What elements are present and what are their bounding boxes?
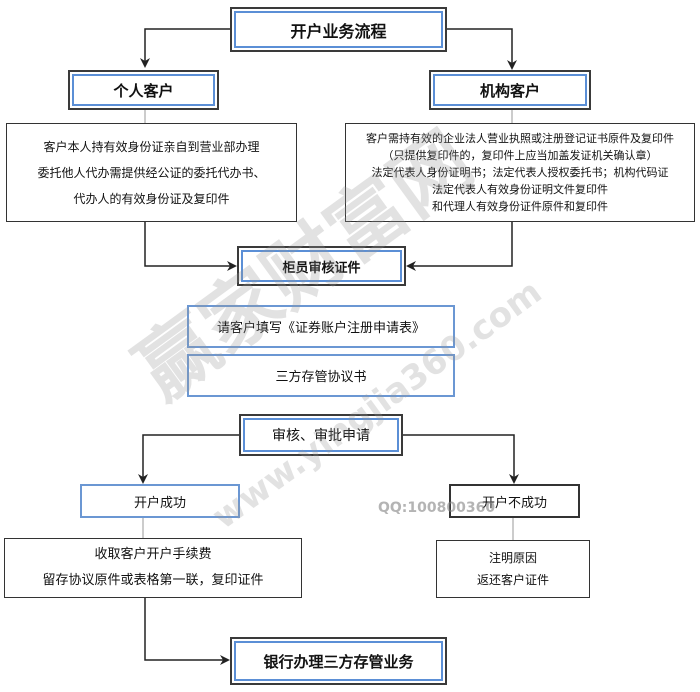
institution-requirements: 客户需持有效的企业法人营业执照或注册登记证书原件及复印件 （只提供复印件的，复印… (345, 123, 695, 222)
arrow-title-to-individual (140, 28, 230, 68)
bank-third-party-custody: 银行办理三方存管业务 (230, 637, 447, 685)
arrow-success-to-bank (144, 598, 230, 665)
verify-documents-step: 柜员审核证件 (237, 246, 406, 286)
success-line-2: 留存协议原件或表格第一联，复印证件 (42, 573, 264, 588)
institution-line-1: 客户需持有效的企业法人营业执照或注册登记证书原件及复印件 (366, 132, 674, 145)
institution-line-2: （只提供复印件的，复印件上应当加盖发证机关确认章） (382, 149, 658, 162)
fill-form-step: 请客户填写《证券账户注册申请表》 (187, 305, 455, 348)
failure-actions: 注明原因 返还客户证件 (436, 540, 590, 598)
arrow-institution-to-verify (406, 222, 513, 271)
arrow-approve-to-failure (403, 434, 519, 484)
success-line-1: 收取客户开户手续费 (94, 547, 212, 562)
arrow-approve-to-success (138, 434, 239, 484)
agreement-step: 三方存管协议书 (187, 354, 455, 397)
institution-line-5: 和代理人有效身份证件原件和复印件 (432, 200, 608, 213)
individual-customer-box: 个人客户 (68, 70, 219, 110)
failure-line-1: 注明原因 (488, 551, 537, 565)
arrow-individual-to-verify (144, 222, 237, 271)
failure-line-2: 返还客户证件 (476, 573, 549, 587)
individual-requirements: 客户本人持有效身份证亲自到营业部办理 委托他人代办需提供经公证的委托代办书、 代… (6, 123, 297, 222)
institution-customer-box: 机构客户 (429, 70, 591, 110)
institution-line-4: 法定代表人有效身份证明文件复印件 (432, 183, 608, 196)
failure-box: 开户不成功 (449, 484, 580, 518)
process-title: 开户业务流程 (230, 7, 447, 52)
approve-step: 审核、审批申请 (239, 414, 403, 456)
individual-line-2: 委托他人代办需提供经公证的委托代办书、 (37, 165, 266, 180)
success-actions: 收取客户开户手续费 留存协议原件或表格第一联，复印证件 (4, 538, 302, 598)
individual-line-3: 代办人的有效身份证及复印件 (73, 191, 230, 206)
individual-line-1: 客户本人持有效身份证亲自到营业部办理 (43, 139, 260, 154)
arrow-title-to-institution (447, 28, 517, 70)
institution-line-3: 法定代表人身份证明书；法定代表人授权委托书；机构代码证 (371, 166, 669, 179)
success-box: 开户成功 (80, 484, 240, 518)
